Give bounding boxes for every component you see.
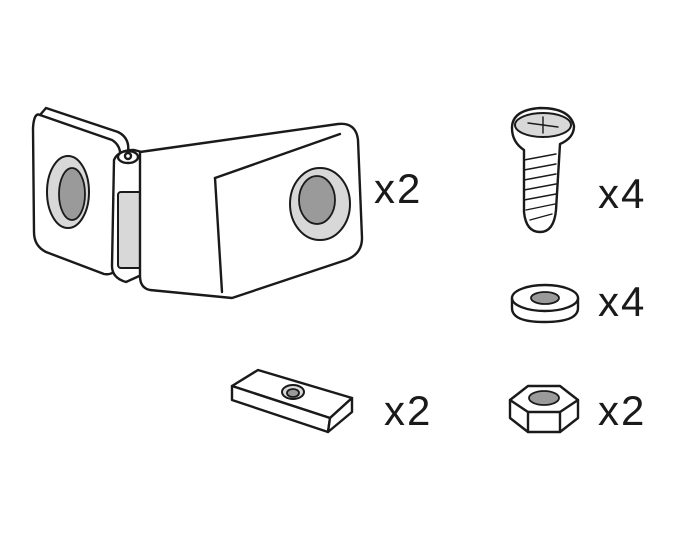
screw-quantity: x4: [598, 170, 647, 217]
slot-nut-quantity: x2: [384, 387, 433, 434]
washer-quantity: x4: [598, 278, 647, 325]
bracket-quantity: x2: [374, 165, 423, 212]
hex-nut-quantity: x2: [598, 387, 647, 434]
